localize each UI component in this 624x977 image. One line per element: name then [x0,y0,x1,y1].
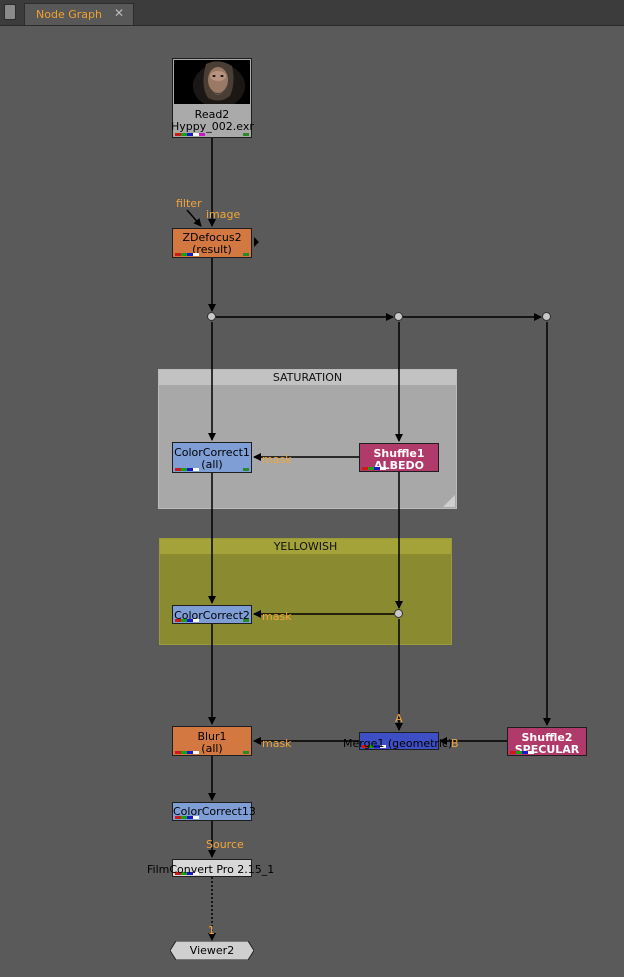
input-label-b: B [451,737,459,750]
backdrop-yellowish[interactable]: YELLOWISH [159,538,452,645]
output-indicator [243,468,249,471]
node-colorcorrect13[interactable]: ColorCorrect13 [172,802,256,821]
channel-swatch [175,619,199,622]
backdrop-saturation[interactable]: SATURATION [158,369,457,509]
input-label-a: A [395,712,403,725]
pane-menu-handle[interactable] [4,4,16,20]
node-subtitle: (all) [201,458,223,471]
backdrop-title: SATURATION [159,370,456,385]
input-label-mask: mask [262,453,292,466]
node-name: ColorCorrect1 [174,446,250,459]
output-indicator [243,253,249,256]
dot-node-1[interactable] [207,312,216,321]
channel-swatch [362,745,386,748]
node-name: ColorCorrect13 [173,805,256,818]
backdrop-title: YELLOWISH [160,539,451,554]
tab-label: Node Graph [36,8,102,21]
node-merge1[interactable] [359,732,439,750]
dot-node-3[interactable] [542,312,551,321]
input-label-mask: mask [262,610,292,623]
node-name: Read2 [194,108,230,121]
node-file: Hyppy_002.exr [171,120,254,133]
node-name: Shuffle1 [373,447,425,460]
channel-swatch [510,751,534,754]
channel-swatch [362,467,386,470]
dot-node-4[interactable] [394,609,403,618]
node-zdefocus2[interactable]: ZDefocus2 (result) [172,228,252,258]
close-icon[interactable]: ✕ [114,6,125,20]
node-name: ZDefocus2 [182,231,242,244]
node-name: ColorCorrect2 [174,609,250,622]
node-colorcorrect1[interactable]: ColorCorrect1 (all) [172,442,252,473]
node-shuffle1[interactable]: Shuffle1 ALBEDO [359,443,439,472]
input-label-filter: filter [176,197,202,210]
read-thumbnail [174,60,250,104]
input-label-source: Source [206,838,244,851]
node-blur1[interactable]: Blur1 (all) [172,726,252,756]
channel-swatch [175,816,199,819]
dot-node-2[interactable] [394,312,403,321]
node-filmconvert[interactable] [172,859,252,877]
channel-swatch [175,468,199,471]
input-label-viewer: 1 [208,924,215,937]
output-indicator [243,619,249,622]
node-name: Shuffle2 [521,731,573,744]
output-indicator [243,133,249,136]
channel-swatch [175,253,199,256]
node-name: Blur1 [197,730,227,743]
node-read2[interactable]: Read2 Hyppy_002.exr [171,58,254,138]
merge-node-label: Merge1 (geometric) [343,737,453,750]
node-viewer2[interactable]: Viewer2 [169,940,255,961]
input-label-mask: mask [262,737,292,750]
resize-handle-icon[interactable] [443,495,455,507]
node-colorcorrect2[interactable]: ColorCorrect2 [172,605,252,624]
node-subtitle: (result) [192,243,232,256]
input-label-image: image [206,208,241,221]
tab-bar: Node Graph ✕ [0,0,624,26]
node-subtitle: ALBEDO [374,459,424,472]
node-subtitle: (all) [201,742,223,755]
node-subtitle: SPECULAR [514,743,580,756]
tab-node-graph[interactable]: Node Graph ✕ [24,3,134,25]
filmconvert-node-label: FilmConvert Pro 2.15_1 [147,863,275,876]
channel-swatch [175,133,205,136]
channel-swatch [175,872,199,875]
node-shuffle2[interactable]: Shuffle2 SPECULAR [507,727,587,756]
channel-swatch [175,751,199,754]
node-name: Viewer2 [189,944,235,957]
output-indicator [243,751,249,754]
